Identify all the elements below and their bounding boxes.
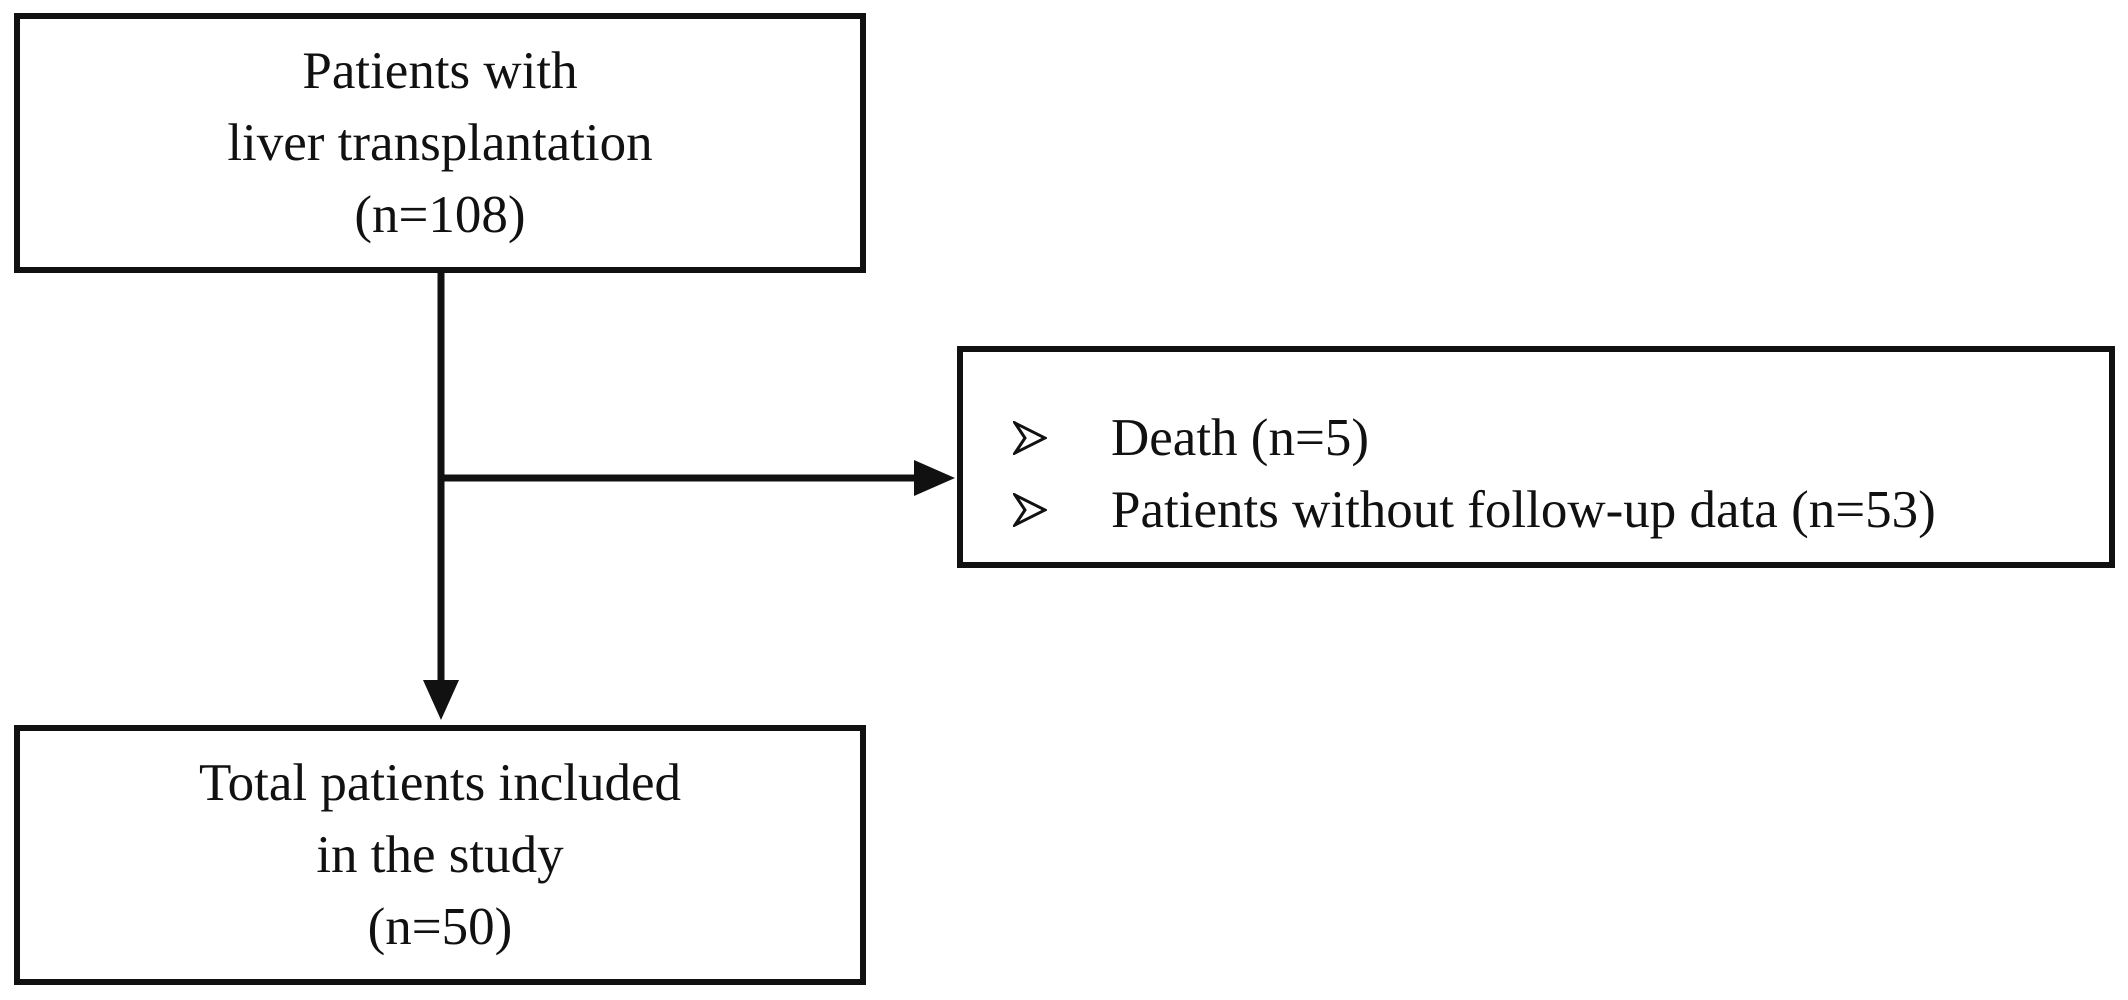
arrowhead-bullet-icon bbox=[1013, 421, 1047, 455]
enrolled-line-1: Patients with bbox=[302, 42, 578, 100]
exclusion-item-label: Death (n=5) bbox=[1111, 409, 1369, 467]
exclusion-box: Death (n=5) Patients without follow-up d… bbox=[957, 346, 2115, 568]
down-arrowhead bbox=[423, 680, 459, 720]
enrolled-line-2: liver transplantation bbox=[227, 114, 653, 172]
exclusion-item-death: Death (n=5) bbox=[1013, 402, 2109, 474]
included-line-1: Total patients included bbox=[199, 754, 681, 812]
exclusion-item-no-followup: Patients without follow-up data (n=53) bbox=[1013, 474, 2109, 546]
enrolled-patients-box: Patients with liver transplantation (n=1… bbox=[14, 13, 866, 273]
included-line-2: in the study bbox=[316, 826, 564, 884]
right-arrowhead bbox=[914, 460, 955, 496]
enrolled-count: (n=108) bbox=[354, 186, 526, 244]
included-count: (n=50) bbox=[367, 898, 513, 956]
arrowhead-bullet-icon bbox=[1013, 493, 1047, 527]
exclusion-item-label: Patients without follow-up data (n=53) bbox=[1111, 481, 1936, 539]
included-patients-box: Total patients included in the study (n=… bbox=[14, 725, 866, 985]
